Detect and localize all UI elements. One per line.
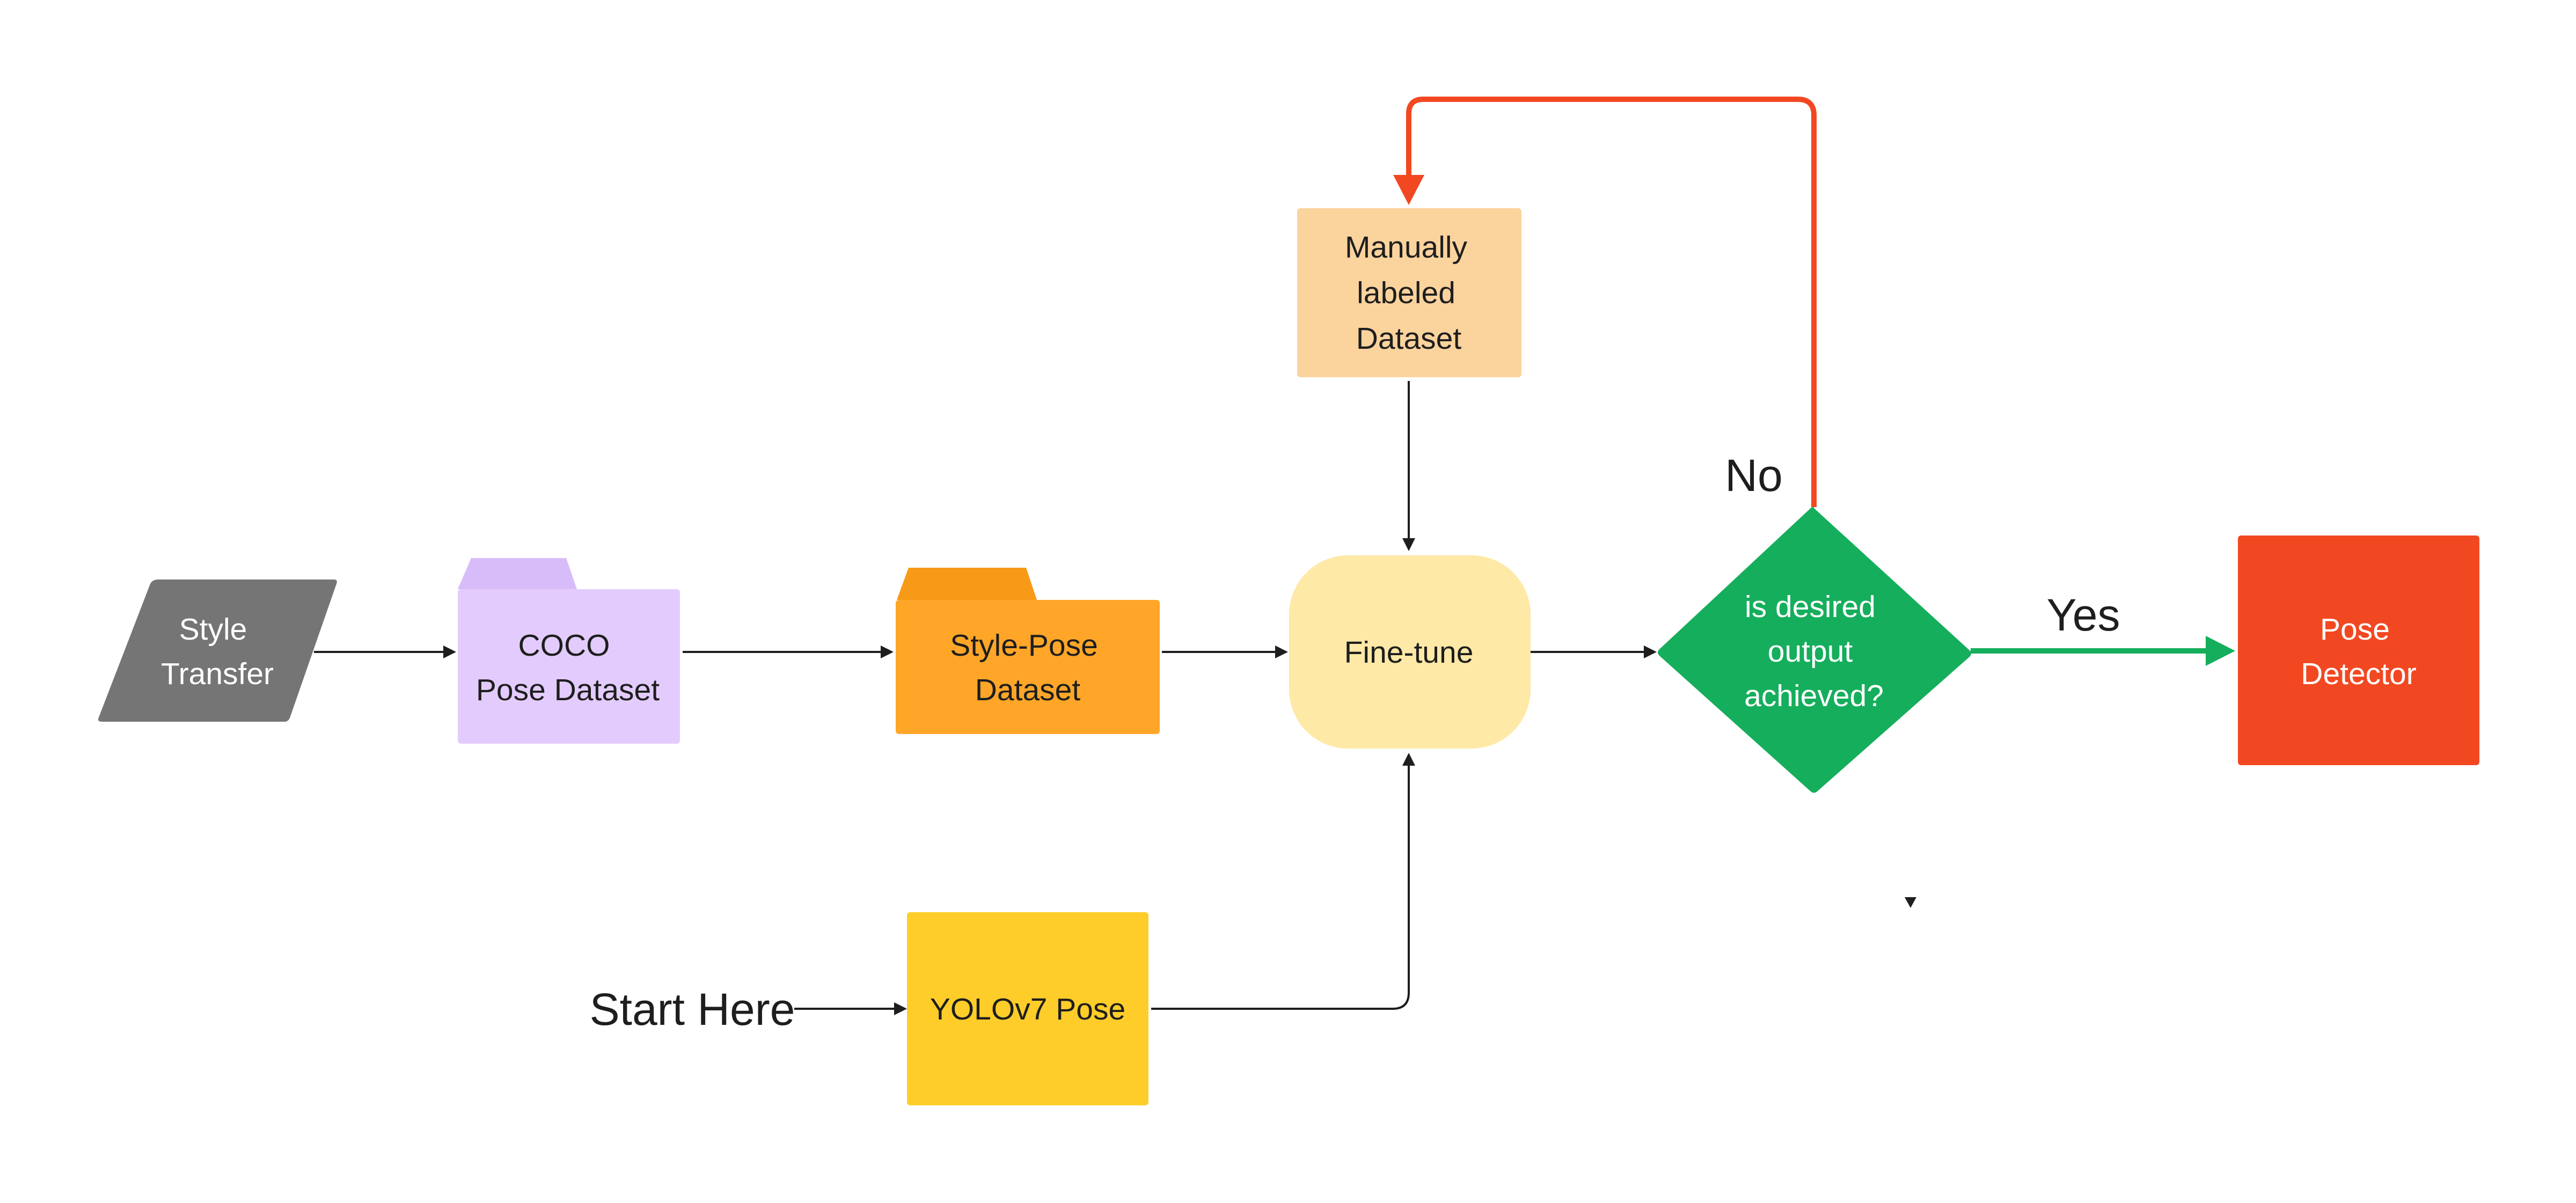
stray-arrowhead — [1905, 897, 1916, 908]
yolo-box — [907, 912, 1148, 1105]
node-fine-tune[interactable]: Fine-tune — [1289, 555, 1531, 749]
decision-label-line1: is desired — [1745, 590, 1876, 624]
style-pose-folder-tab — [897, 568, 1037, 600]
arrowhead — [1275, 645, 1288, 658]
node-style-transfer[interactable]: Style Transfer — [98, 580, 337, 722]
coco-label-line2: Pose Dataset — [476, 673, 660, 707]
arrowhead — [1402, 538, 1415, 551]
coco-label-line1: COCO — [518, 628, 610, 663]
decision-label-line3: achieved? — [1744, 679, 1884, 713]
manual-label-line2: labeled — [1357, 276, 1455, 310]
arrowhead — [1644, 645, 1657, 658]
manual-label-line3: Dataset — [1356, 321, 1462, 356]
connector-no-loop — [1406, 97, 1817, 507]
connectors — [314, 97, 2235, 1015]
start-here-label: Start Here — [590, 984, 795, 1035]
style-pose-label-line1: Style-Pose — [950, 628, 1098, 663]
arrowhead — [894, 1002, 907, 1015]
node-decision[interactable]: is desired output achieved? — [1658, 507, 1971, 793]
decision-label-line2: output — [1768, 634, 1853, 669]
node-coco-dataset[interactable]: COCO Pose Dataset — [458, 558, 680, 744]
arrowhead — [1402, 753, 1415, 766]
style-pose-label-line2: Dataset — [975, 673, 1081, 707]
manual-dataset-box — [1297, 208, 1521, 377]
pose-detector-label-line1: Pose — [2320, 612, 2390, 647]
fine-tune-label: Fine-tune — [1344, 635, 1474, 670]
no-label: No — [1725, 450, 1782, 501]
pose-detector-label-line2: Detector — [2301, 657, 2416, 691]
coco-folder-body — [458, 589, 680, 744]
style-pose-folder-body — [896, 600, 1160, 734]
yolo-label: YOLOv7 Pose — [930, 992, 1125, 1026]
connector-yolo-to-fine-tune — [1151, 765, 1410, 1010]
node-style-pose-dataset[interactable]: Style-Pose Dataset — [896, 568, 1160, 734]
yes-label: Yes — [2046, 590, 2120, 640]
decision-diamond — [1658, 507, 1971, 793]
fine-tune-box — [1289, 555, 1531, 749]
node-pose-detector[interactable]: Pose Detector — [2238, 536, 2479, 765]
manual-label-line1: Manually — [1345, 230, 1468, 265]
arrowhead — [881, 645, 894, 658]
node-yolo-pose[interactable]: YOLOv7 Pose — [907, 912, 1148, 1105]
style-transfer-shape — [98, 580, 337, 722]
arrowhead — [1393, 175, 1424, 205]
style-transfer-label-line2: Transfer — [161, 657, 274, 691]
style-transfer-label-line1: Style — [179, 612, 247, 647]
node-manual-dataset[interactable]: Manually labeled Dataset — [1297, 208, 1521, 377]
pose-detector-box — [2238, 536, 2479, 765]
coco-folder-tab — [458, 558, 577, 589]
arrowhead — [2206, 636, 2235, 666]
arrowhead — [443, 645, 456, 658]
